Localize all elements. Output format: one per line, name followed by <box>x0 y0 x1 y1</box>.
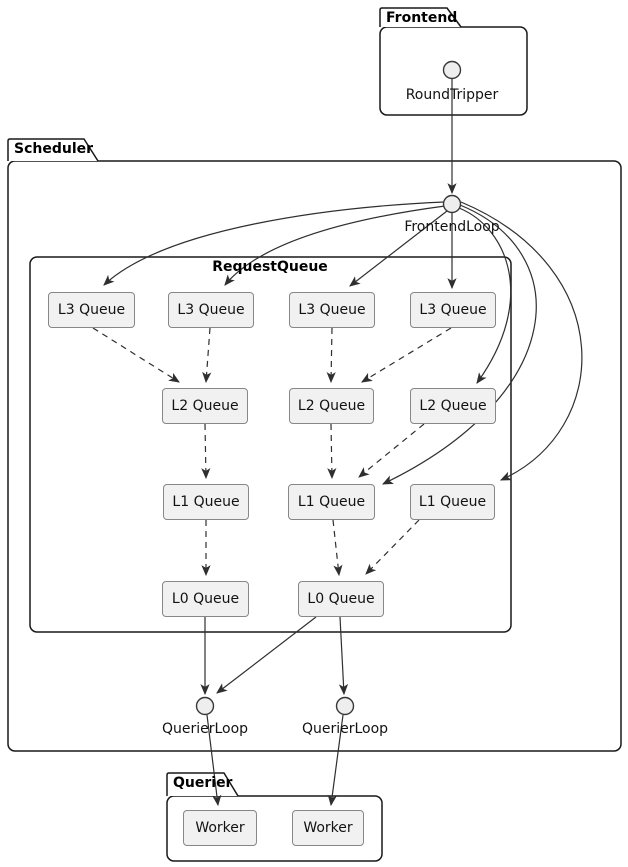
node-l0-queue-1: L0 Queue <box>162 581 249 617</box>
package-frontend-tab <box>379 7 462 28</box>
node-l2-queue-1: L2 Queue <box>162 388 248 424</box>
edge-frontendloop-l3-3 <box>349 210 448 287</box>
edge-l2-1-l1-1 <box>201 423 211 480</box>
node-l1-queue-1: L1 Queue <box>163 484 249 520</box>
request-queue-container <box>29 256 512 633</box>
edge-frontendloop-l1-2 <box>382 204 537 485</box>
interface-circle-frontendloop <box>442 194 462 214</box>
package-scheduler-title: Scheduler <box>14 141 94 157</box>
edge-l2-3-l1-2 <box>358 423 425 478</box>
package-scheduler-tab <box>7 138 99 162</box>
node-l2-queue-2: L2 Queue <box>289 388 374 424</box>
node-querierloop-2-label: QuerierLoop <box>301 721 389 737</box>
node-l1-queue-2: L1 Queue <box>288 484 375 520</box>
edge-l3-1-l2-1 <box>92 327 180 383</box>
interface-circle-querierloop-2 <box>335 696 355 716</box>
node-l3-queue-2: L3 Queue <box>168 292 254 328</box>
node-roundtripper-label: RoundTripper <box>405 87 499 103</box>
package-querier-tab <box>166 772 239 797</box>
interface-circle-roundtripper <box>442 60 462 80</box>
interface-circle-querierloop-1 <box>195 696 215 716</box>
node-l3-queue-1: L3 Queue <box>48 292 135 328</box>
edge-l0-2-querierloop-2 <box>338 616 349 696</box>
edge-l1-2-l0-2 <box>332 519 343 577</box>
node-l3-queue-4: L3 Queue <box>410 292 496 328</box>
node-worker-1: Worker <box>183 810 257 846</box>
edge-frontendloop-l3-2 <box>224 205 446 286</box>
edge-querierloop-2-worker-2 <box>327 714 344 807</box>
node-frontendloop-label: FrontendLoop <box>404 219 500 235</box>
edge-l3-2-l2-1 <box>202 327 212 384</box>
node-querierloop-1-label: QuerierLoop <box>161 721 249 737</box>
edge-l3-3-l2-2 <box>326 327 336 384</box>
edge-querierloop-1-worker-1 <box>206 714 222 807</box>
node-worker-2: Worker <box>292 810 364 846</box>
node-l3-queue-3: L3 Queue <box>289 292 375 328</box>
edge-l2-2-l1-2 <box>327 423 337 480</box>
node-l0-queue-2: L0 Queue <box>298 581 384 617</box>
node-l1-queue-3: L1 Queue <box>410 484 495 520</box>
edge-l0-2-querierloop-1 <box>216 616 317 694</box>
edge-frontendloop-l3-1 <box>103 201 445 286</box>
request-queue-title: RequestQueue <box>212 259 328 275</box>
edge-l1-3-l0-2 <box>365 519 420 575</box>
package-querier-title: Querier <box>173 775 233 791</box>
package-frontend-title: Frontend <box>386 10 458 26</box>
edge-frontendloop-l1-3 <box>460 201 583 481</box>
edge-frontendloop-l2-3 <box>458 207 512 384</box>
node-l2-queue-3: L2 Queue <box>410 388 496 424</box>
